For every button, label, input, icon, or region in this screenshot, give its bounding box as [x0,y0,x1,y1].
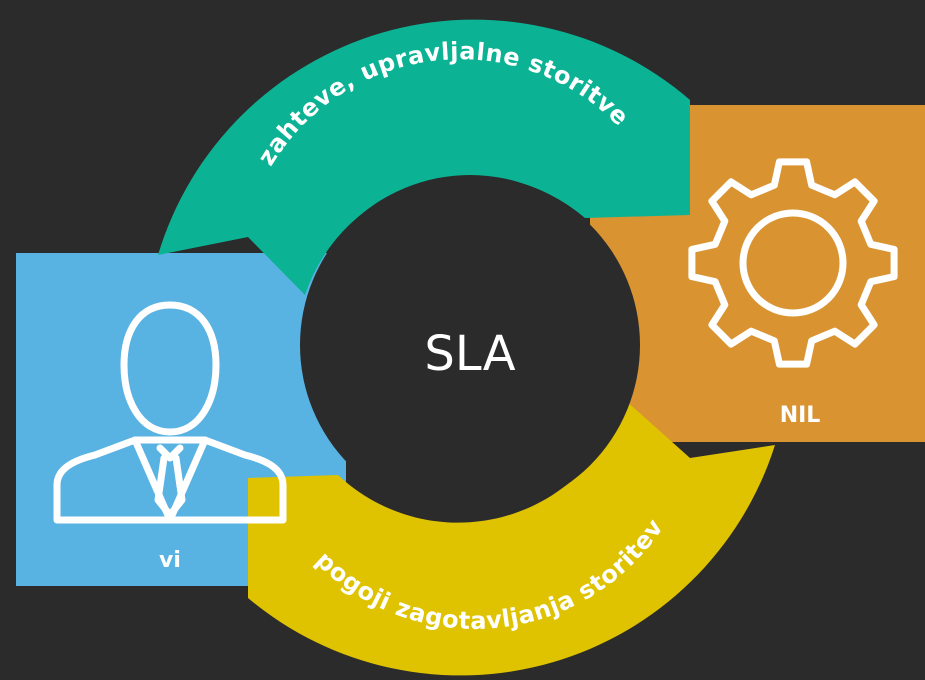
left-box-label: vi [159,548,181,573]
bottom-arc [248,400,775,676]
center-label: SLA [424,326,515,382]
gear-icon [688,158,898,368]
top-arc [158,19,690,295]
person-icon [53,301,287,524]
right-box-label: NIL [780,403,821,428]
center-circle [300,175,640,515]
